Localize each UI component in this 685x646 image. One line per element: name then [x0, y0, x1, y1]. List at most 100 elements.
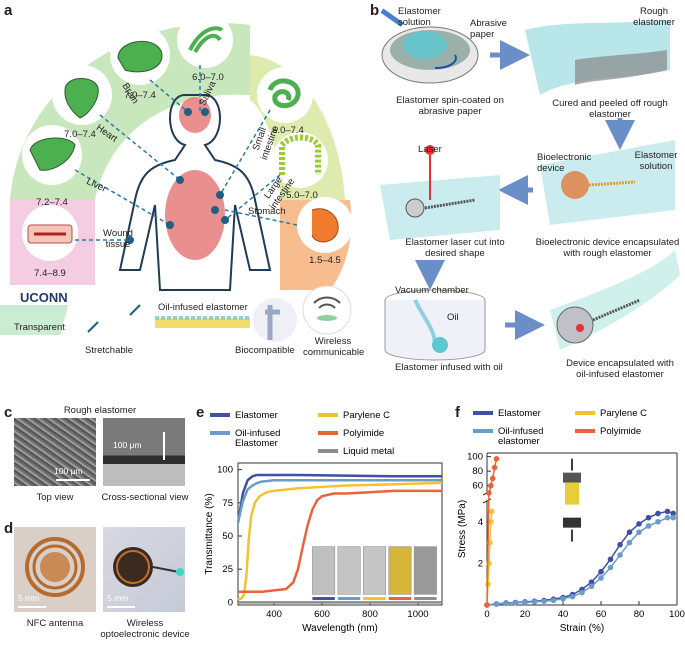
uconn-logo: UCONN [20, 290, 68, 305]
label-elastomer-solution-2: Elastomer solution [634, 150, 678, 172]
x-axis-label-f: Strain (%) [560, 623, 604, 634]
ph-brain: 7.0–7.4 [124, 90, 156, 101]
data-point-elastomer [617, 541, 623, 548]
y-tick-label-e: 50 [222, 531, 233, 542]
y-axis-label-f: Stress (MPa) [457, 500, 468, 558]
data-point-oil-infused-elastomer [607, 564, 614, 571]
data-point-oil-infused-elastomer [626, 539, 633, 546]
ph-saliva: 6.0–7.0 [192, 72, 224, 83]
ph-wound: 7.4–8.9 [34, 268, 66, 279]
data-point-oil-infused-elastomer [550, 597, 557, 604]
panel-label-a: a [4, 2, 13, 19]
ph-stomach: 1.5–4.5 [309, 255, 341, 266]
data-point-polyimide [484, 602, 490, 608]
legend-label-f: Polyimide [600, 426, 641, 437]
sem-top-view: 100 μm [14, 418, 96, 486]
label-transparent: Transparent [14, 322, 65, 333]
scalebar-1 [56, 479, 90, 481]
data-point-oil-infused-elastomer [645, 523, 652, 529]
data-point-oil-infused-elastomer [493, 601, 500, 607]
ph-large-intestine: 5.0–7.0 [286, 190, 318, 201]
elastomer-blob [403, 31, 447, 59]
y-tick-label-f: 100 [467, 452, 483, 463]
x-tick-label-e: 600 [314, 609, 330, 620]
panel-label-c: c [4, 404, 13, 421]
x-tick-label-e: 800 [362, 609, 378, 620]
data-point-oil-infused-elastomer [512, 600, 519, 606]
legend-label-e: Oil-infused [235, 428, 280, 439]
scalebar-3 [18, 606, 46, 608]
legend-label-e: Polyimide [343, 428, 384, 439]
x-tick-label-f: 100 [669, 609, 685, 620]
data-point-oil-infused-elastomer [541, 598, 547, 605]
inset-color-bar [363, 597, 386, 601]
legend-label-e: Liquid metal [343, 446, 394, 457]
scalebar-2 [163, 432, 165, 460]
data-point-polyimide [488, 482, 494, 489]
small-intestine-icon [267, 78, 301, 109]
label-oil-infused: Oil-infused elastomer [158, 302, 248, 313]
legend-label-e: Parylene C [343, 410, 390, 421]
saliva-icon [188, 26, 224, 54]
x-axis-label-e: Wavelength (nm) [302, 623, 378, 634]
data-point-polyimide [493, 456, 500, 462]
ph-small-intestine: 6.0–7.4 [272, 125, 304, 136]
oil-infused-elastomer-icon [155, 318, 250, 328]
small-intestine-circle [257, 67, 313, 123]
panel-a-illustration [0, 12, 353, 342]
sem-cross-section: 100 μm [103, 418, 185, 486]
data-point-oil-infused-elastomer [664, 514, 671, 521]
y-tick-label-f: 60 [472, 481, 483, 492]
plot-frame-e [237, 462, 443, 606]
data-point-elastomer [588, 579, 595, 585]
legend-label-f: Elastomer [498, 408, 541, 419]
x-tick-label-e: 400 [266, 609, 282, 620]
large-intestine-circle [272, 132, 328, 188]
scalebar-label-4: 5 mm [107, 593, 129, 603]
legend-label-f: elastomer [498, 436, 540, 447]
data-point-oil-infused-elastomer [531, 599, 538, 605]
inset-sample-photo [388, 546, 412, 595]
label-step5: Elastomer infused with oil [395, 362, 503, 373]
specimen-body [565, 482, 579, 505]
pipette-icon [380, 8, 404, 27]
data-point-oil-infused-elastomer [598, 575, 604, 581]
y-tick-label-e: 0 [228, 597, 233, 608]
data-point-elastomer [664, 508, 671, 515]
data-point-elastomer [636, 521, 642, 527]
label-stomach: Stomach [248, 206, 286, 217]
wireless-icon [313, 296, 341, 309]
wireless-device-coil [113, 547, 184, 587]
label-nfc: NFC antenna [26, 618, 84, 629]
legend-label-f: Oil-infused [498, 426, 543, 437]
label-step4: Bioelectronic device encapsulated with r… [535, 237, 680, 259]
axis-break-f [482, 498, 492, 504]
label-wireless-device: Wireless optoelectronic device [100, 618, 190, 640]
specimen-clamp-top [563, 472, 581, 483]
bioelectronic-device-icon [561, 171, 589, 199]
label-elastomer-solution: Elastomer solution [398, 6, 441, 28]
label-oil: Oil [447, 312, 459, 323]
label-step2: Cured and peeled off rough elastomer [552, 98, 668, 120]
y-tick-label-e: 100 [217, 465, 233, 476]
label-abrasive-paper: Abrasive paper [470, 18, 507, 40]
ph-heart: 7.0–7.4 [64, 129, 96, 140]
data-point-elastomer [645, 514, 652, 521]
x-tick-label-f: 0 [484, 609, 489, 620]
label-wound-tissue: Wound tissue [103, 228, 133, 250]
panel-b-illustration [380, 8, 680, 361]
data-point-oil-infused-elastomer [636, 529, 642, 535]
ph-liver: 7.2–7.4 [36, 197, 68, 208]
inset-sample-photo [312, 546, 336, 595]
biocompatible-icon [253, 298, 297, 342]
panel-label-f: f [455, 404, 460, 421]
panel-c-title: Rough elastomer [63, 405, 137, 416]
wireless-icon-circle [302, 285, 352, 335]
legend-label-f: Parylene C [600, 408, 647, 419]
label-rough-elastomer: Rough elastomer [633, 6, 675, 28]
label-step1: Elastomer spin-coated on abrasive paper [396, 95, 504, 117]
legend-label-e: Elastomer [235, 438, 278, 449]
series-line-polyimide [238, 489, 442, 593]
final-device-icon [556, 306, 594, 344]
